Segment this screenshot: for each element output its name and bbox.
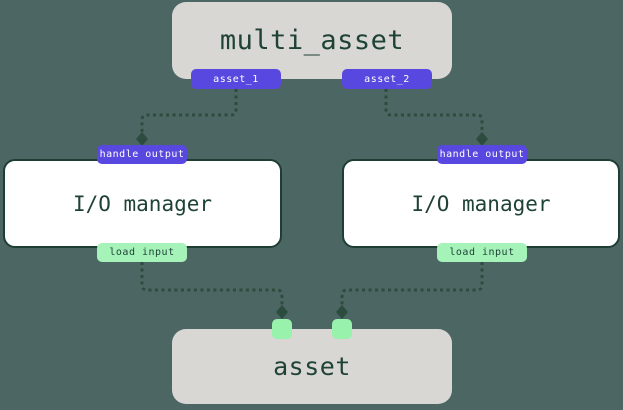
asset-input-port-1 [272,319,292,339]
load-input-badge-right: load input [437,243,527,262]
edge-left-io-to-asset [140,262,284,305]
asset-node: asset [172,329,452,404]
load-input-badge-right-label: load input [449,247,515,258]
io-manager-node-right: I/O manager [342,159,620,248]
output-badge-asset-1: asset_1 [191,69,281,89]
edge-asset2-to-right-io [384,89,484,132]
multi-asset-label: multi_asset [219,25,405,56]
edge-asset1-to-left-io [140,89,238,132]
io-manager-node-left: I/O manager [3,159,282,248]
edge-right-io-to-asset [340,262,484,305]
diamond-arrowhead-icon [136,132,148,146]
multi-asset-node: multi_asset [172,2,452,79]
handle-output-badge-right-label: handle output [439,149,525,160]
output-badge-asset-2: asset_2 [342,69,432,89]
output-badge-asset-1-label: asset_1 [213,73,259,85]
load-input-badge-left-label: load input [109,247,175,258]
output-badge-asset-2-label: asset_2 [364,73,410,85]
asset-input-port-2 [332,319,352,339]
handle-output-badge-left-label: handle output [99,149,185,160]
handle-output-badge-right: handle output [437,145,527,164]
diamond-arrowhead-icon [476,132,488,146]
io-manager-right-label: I/O manager [411,191,551,216]
io-manager-left-label: I/O manager [72,191,213,216]
diamond-arrowhead-icon [336,305,348,319]
diamond-arrowhead-icon [276,305,288,319]
load-input-badge-left: load input [97,243,187,262]
asset-label: asset [273,352,351,381]
handle-output-badge-left: handle output [97,145,187,164]
